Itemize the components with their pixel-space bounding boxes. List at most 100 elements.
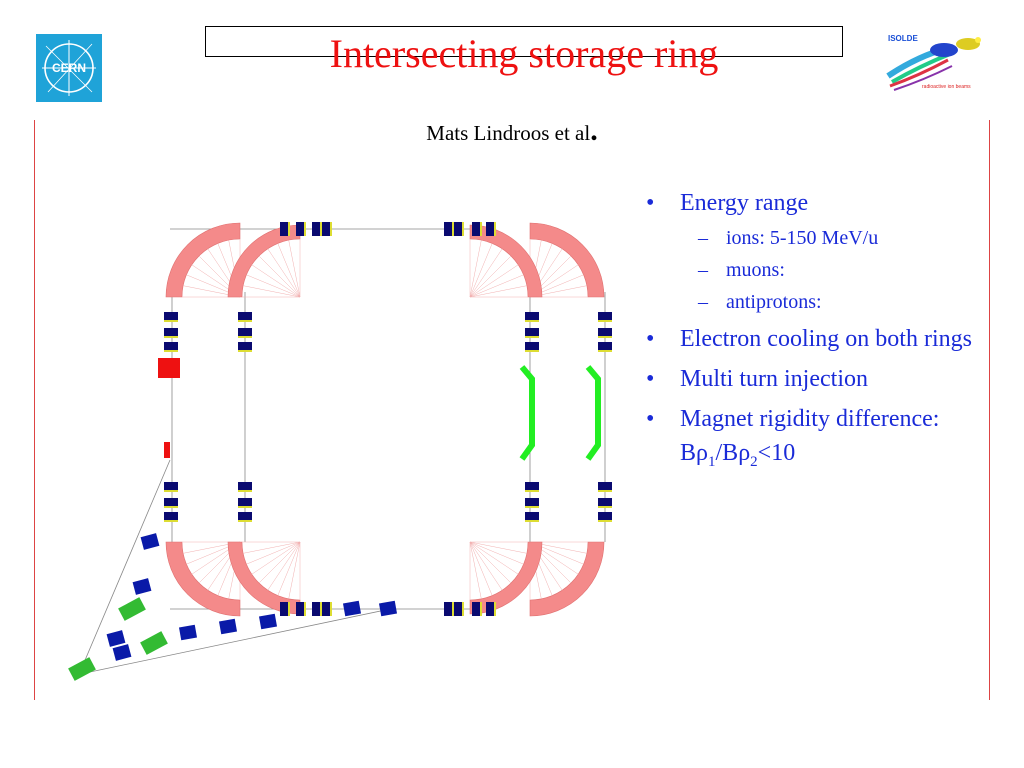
electron-cooler: [585, 365, 601, 461]
fan-line: [243, 541, 301, 554]
fan-line: [277, 541, 301, 596]
cern-logo-text: CERN: [52, 61, 86, 75]
quadrupole-magnet: [238, 512, 252, 520]
sub-bullet-text: ions: 5-150 MeV/u: [726, 227, 879, 249]
authors: Mats Lindroos et al.: [0, 114, 1024, 148]
fan-line: [267, 541, 301, 591]
quadrupole-edge: [525, 336, 539, 338]
fan-line: [246, 274, 301, 298]
quadrupole-magnet: [164, 512, 178, 520]
fan-line: [288, 240, 301, 298]
sub-bullet-mark: –: [698, 227, 708, 249]
transfer-magnet: [140, 533, 160, 550]
bullet-text: Electron cooling on both rings: [680, 326, 972, 352]
quadrupole-edge: [462, 602, 464, 616]
quadrupole-edge: [480, 222, 482, 236]
cern-logo: CERN: [36, 34, 102, 102]
fan-line: [251, 541, 301, 575]
quadrupole-magnet: [598, 342, 612, 350]
sub-bullet-mark: –: [698, 259, 708, 281]
quadrupole-edge: [164, 520, 178, 522]
quadrupole-edge: [164, 336, 178, 338]
fan-line: [469, 541, 512, 584]
sub-bullet-mark: –: [698, 291, 708, 313]
sub-bullet-antiprotons: – antiprotons:: [640, 286, 980, 318]
quadrupole-magnet: [164, 342, 178, 350]
transfer-line: [89, 608, 391, 673]
transfer-line: [79, 459, 171, 673]
quadrupole-edge: [598, 350, 612, 352]
quadrupole-magnet: [296, 222, 304, 236]
quadrupole-edge: [494, 222, 496, 236]
quadrupole-edge: [304, 602, 306, 616]
quadrupole-magnet: [472, 222, 480, 236]
quadrupole-edge: [304, 222, 306, 236]
quadrupole-magnet: [312, 222, 320, 236]
quadrupole-edge: [288, 222, 290, 236]
transfer-dipole: [140, 631, 168, 655]
quadrupole-edge: [462, 222, 464, 236]
transfer-magnet: [378, 600, 398, 617]
quadrupole-magnet: [280, 602, 288, 616]
right-rule: [989, 120, 990, 700]
fan-line: [267, 248, 301, 298]
quadrupole-edge: [238, 350, 252, 352]
quadrupole-magnet: [525, 498, 539, 506]
quadrupole-magnet: [486, 222, 494, 236]
quadrupole-magnet: [598, 512, 612, 520]
dipole-magnet: [165, 222, 241, 298]
fan-line: [288, 541, 301, 599]
injection-septum: [158, 358, 180, 378]
authors-dot: .: [590, 114, 598, 147]
quadrupole-edge: [238, 336, 252, 338]
quadrupole-magnet: [454, 222, 462, 236]
transfer-dipole: [68, 657, 96, 681]
quadrupole-edge: [164, 320, 178, 322]
quadrupole-magnet: [164, 328, 178, 336]
quadrupole-edge: [164, 350, 178, 352]
dipole-magnet: [529, 222, 605, 298]
quadrupole-magnet: [280, 222, 288, 236]
fan-line: [469, 285, 527, 298]
transfer-magnet: [178, 624, 198, 641]
quadrupole-magnet: [598, 482, 612, 490]
fan-line: [258, 541, 301, 584]
quadrupole-magnet: [525, 328, 539, 336]
quadrupole-magnet: [454, 602, 462, 616]
fan-line: [243, 285, 301, 298]
quadrupole-edge: [598, 520, 612, 522]
quadrupole-edge: [525, 350, 539, 352]
quadrupole-magnet: [322, 602, 330, 616]
quadrupole-magnet: [238, 342, 252, 350]
quadrupole-edge: [330, 222, 332, 236]
quadrupole-edge: [320, 222, 322, 236]
fan-line: [469, 541, 519, 575]
quadrupole-edge: [525, 520, 539, 522]
injection-kicker: [164, 442, 170, 458]
quadrupole-magnet: [525, 482, 539, 490]
sub-bullet-text: muons:: [726, 259, 785, 281]
quadrupole-edge: [525, 490, 539, 492]
transfer-magnet: [132, 578, 152, 595]
quadrupole-edge: [330, 602, 332, 616]
quadrupole-edge: [480, 602, 482, 616]
isolde-title: ISOLDE: [888, 34, 918, 43]
fan-line: [246, 541, 301, 565]
sub-bullet-muons: – muons:: [640, 254, 980, 286]
authors-text: Mats Lindroos et al: [426, 121, 591, 145]
bullet-mark: •: [646, 190, 655, 216]
quadrupole-magnet: [164, 498, 178, 506]
bullet-electron-cooling: • Electron cooling on both rings: [640, 322, 980, 356]
quadrupole-edge: [525, 506, 539, 508]
transfer-magnet: [218, 618, 238, 635]
quadrupole-edge: [494, 602, 496, 616]
fan-line: [469, 240, 482, 298]
title-frame: [205, 26, 843, 57]
fan-line: [469, 248, 503, 298]
fan-line: [469, 243, 493, 298]
quadrupole-magnet: [238, 482, 252, 490]
quadrupole-edge: [598, 490, 612, 492]
quadrupole-magnet: [525, 512, 539, 520]
fan-line: [469, 541, 524, 565]
page-title: Intersecting storage ring: [329, 31, 719, 76]
